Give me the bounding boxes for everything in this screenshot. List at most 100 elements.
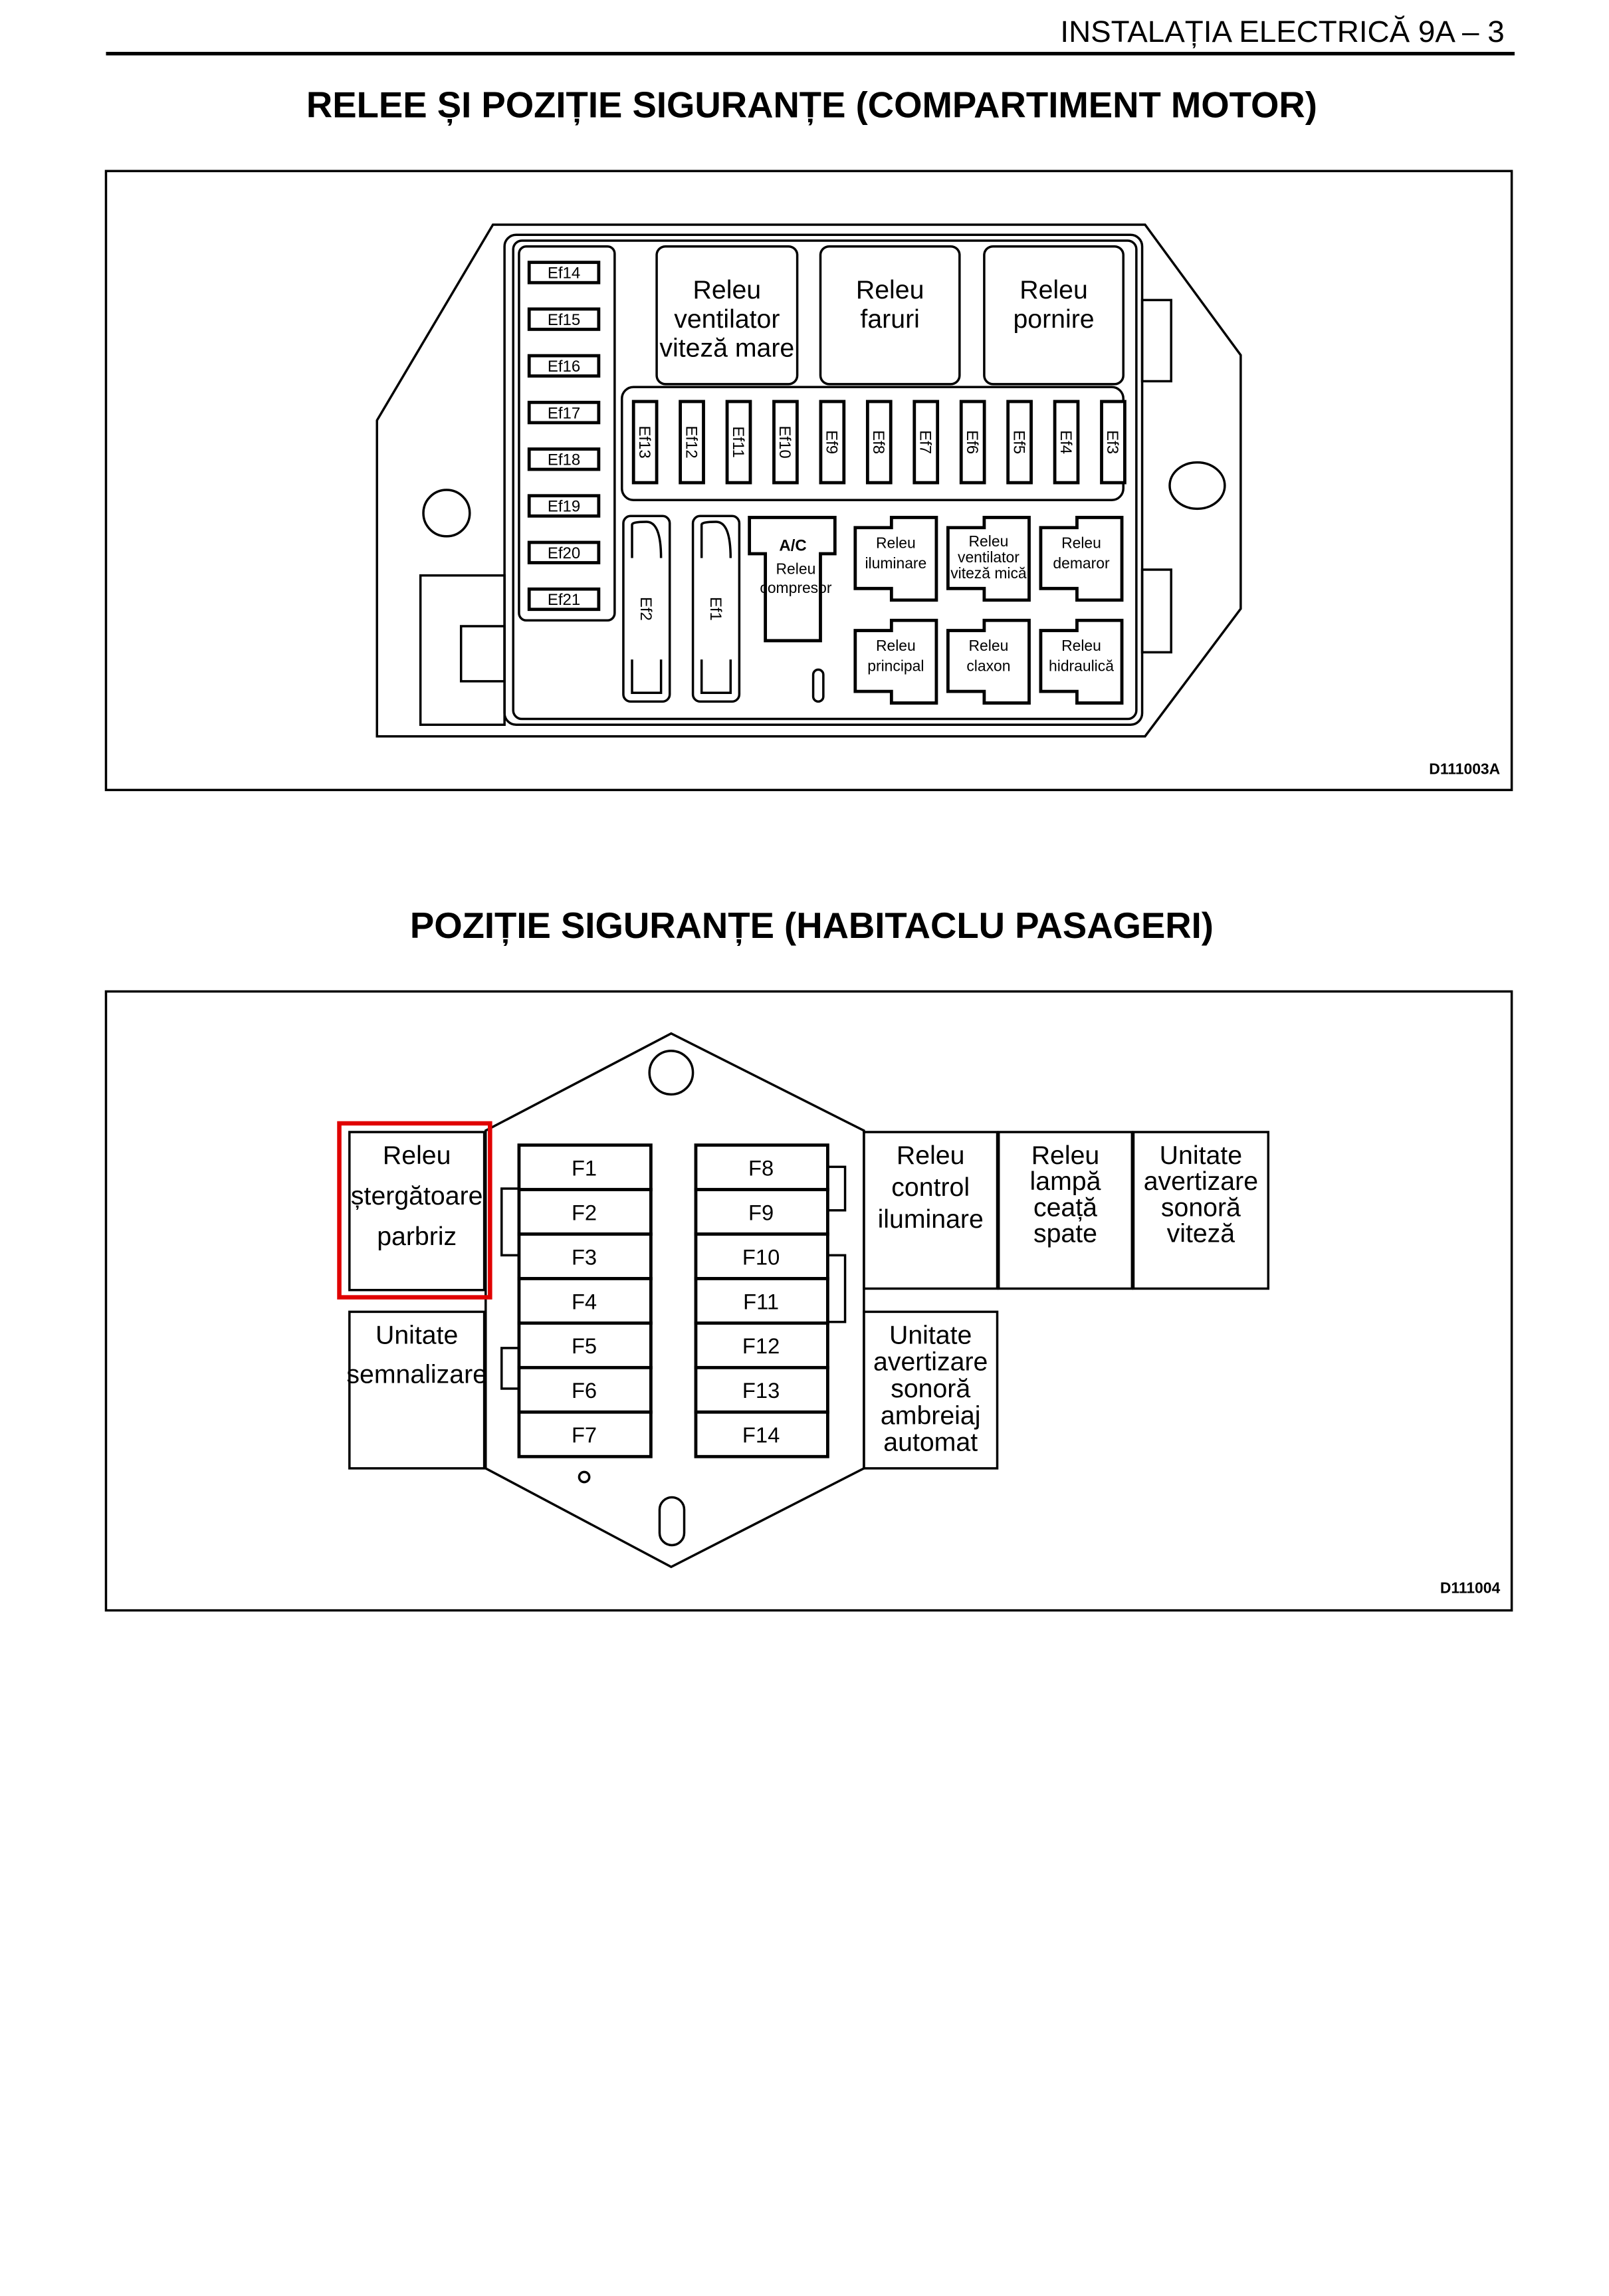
svg-text:Ef2: Ef2 — [637, 597, 655, 621]
svg-text:F11: F11 — [743, 1289, 779, 1314]
relay-small: Releu demaror — [1039, 516, 1124, 602]
svg-text:Ef19: Ef19 — [548, 498, 580, 516]
svg-text:F2: F2 — [572, 1200, 597, 1224]
fuse-ef5: Ef5 — [1006, 400, 1033, 485]
fuse-ef11: Ef11 — [725, 400, 752, 485]
relay-small: Releu claxon — [946, 618, 1031, 705]
svg-text:Ef20: Ef20 — [548, 544, 580, 562]
label-text: sonoră — [891, 1374, 970, 1403]
fuse-f5: F5 — [517, 1321, 653, 1369]
label-text: control — [891, 1173, 970, 1202]
label-text: Unitate — [375, 1320, 458, 1349]
fuse-ef10: Ef10 — [772, 400, 799, 485]
label-text: parbriz — [377, 1222, 457, 1251]
mount-hole-icon — [1168, 461, 1226, 511]
fuse-f6: F6 — [517, 1365, 653, 1414]
svg-text:Releu: Releu — [776, 560, 816, 578]
fuse-f10: F10 — [694, 1232, 829, 1280]
fuse-f7: F7 — [517, 1410, 653, 1458]
fuse-ef13: Ef13 — [631, 400, 659, 485]
label-text: avertizare — [1144, 1167, 1258, 1196]
svg-text:Ef4: Ef4 — [1057, 430, 1075, 454]
fuse-ef12: Ef12 — [679, 400, 705, 485]
svg-text:Ef14: Ef14 — [548, 265, 580, 283]
diagram-code: D111004 — [1440, 1579, 1501, 1596]
svg-text:Ef5: Ef5 — [1010, 430, 1027, 454]
svg-text:Ef12: Ef12 — [682, 425, 700, 458]
svg-text:F6: F6 — [572, 1378, 597, 1403]
svg-text:F13: F13 — [742, 1378, 780, 1403]
fuse-ef21: Ef21 — [527, 587, 601, 612]
label-text: Unitate — [1160, 1141, 1242, 1170]
relay-small: Releu iluminare — [853, 516, 938, 602]
svg-text:F14: F14 — [742, 1423, 780, 1447]
label-text: Releu — [1061, 534, 1101, 551]
label-text: Unitate — [889, 1320, 972, 1349]
fuse-ef6: Ef6 — [959, 400, 986, 485]
svg-text:Ef13: Ef13 — [635, 425, 653, 458]
diagram-code: D111003A — [1429, 760, 1500, 777]
mount-slot-icon — [658, 1496, 686, 1547]
svg-text:F4: F4 — [572, 1289, 597, 1314]
section2-title: POZIȚIE SIGURANȚE (HABITACLU PASAGERI) — [410, 905, 1214, 946]
svg-text:Ef10: Ef10 — [776, 425, 794, 458]
label-text: Releu — [969, 637, 1009, 654]
cabin-diagram-frame — [104, 990, 1513, 1612]
svg-text:A/C: A/C — [779, 537, 806, 555]
fuse-ef3: Ef3 — [1100, 400, 1126, 485]
svg-text:Ef1: Ef1 — [706, 597, 724, 621]
label-text: iluminare — [865, 554, 926, 572]
fuse-ef2: Ef2 — [622, 515, 671, 703]
label-text: Releu — [876, 637, 916, 654]
fuse-f9: F9 — [694, 1188, 829, 1236]
fuse-f12: F12 — [694, 1321, 829, 1369]
label-text: Releu — [969, 532, 1009, 550]
fuse-ef20: Ef20 — [527, 540, 601, 564]
svg-text:F9: F9 — [748, 1200, 774, 1224]
label-text: Releu — [856, 275, 924, 304]
engine-diagram-frame — [104, 170, 1513, 792]
svg-text:F3: F3 — [572, 1244, 597, 1269]
label-text: iluminare — [878, 1205, 984, 1234]
label-text: ventilator — [958, 548, 1019, 566]
fuse-f11: F11 — [694, 1277, 829, 1325]
label-text: ventilator — [674, 304, 780, 334]
ac-compressor-relay: A/C Releu compresor — [748, 516, 837, 643]
svg-text:Ef8: Ef8 — [869, 430, 887, 454]
label-text: automat — [883, 1428, 978, 1457]
fuse-ef7: Ef7 — [912, 400, 940, 485]
mount-hole-icon — [648, 1050, 695, 1096]
svg-text:F12: F12 — [742, 1333, 780, 1358]
label-text: ambreiaj — [881, 1401, 981, 1430]
fuse-ef15: Ef15 — [527, 307, 601, 331]
svg-text:Ef6: Ef6 — [963, 430, 981, 454]
label-text: viteză — [1167, 1219, 1235, 1248]
svg-text:compresor: compresor — [760, 579, 831, 596]
fuse-ef14: Ef14 — [527, 261, 601, 285]
label-text: avertizare — [873, 1347, 988, 1377]
fuse-f14: F14 — [694, 1410, 829, 1458]
label-text: Releu — [1061, 637, 1101, 654]
svg-text:Ef3: Ef3 — [1103, 430, 1121, 454]
fuse-f3: F3 — [517, 1232, 653, 1280]
label-text: ștergătoare — [351, 1181, 483, 1210]
label-text: hidraulică — [1049, 657, 1114, 675]
label-text: claxon — [966, 657, 1010, 675]
label-text: Releu — [876, 534, 916, 551]
label-text: demaror — [1053, 554, 1110, 572]
svg-text:F8: F8 — [748, 1155, 774, 1180]
label-text: Releu — [1019, 275, 1088, 304]
fuse-f8: F8 — [694, 1143, 829, 1191]
svg-text:F5: F5 — [572, 1333, 597, 1358]
label-text: Releu — [693, 275, 762, 304]
svg-text:Ef7: Ef7 — [916, 430, 934, 454]
